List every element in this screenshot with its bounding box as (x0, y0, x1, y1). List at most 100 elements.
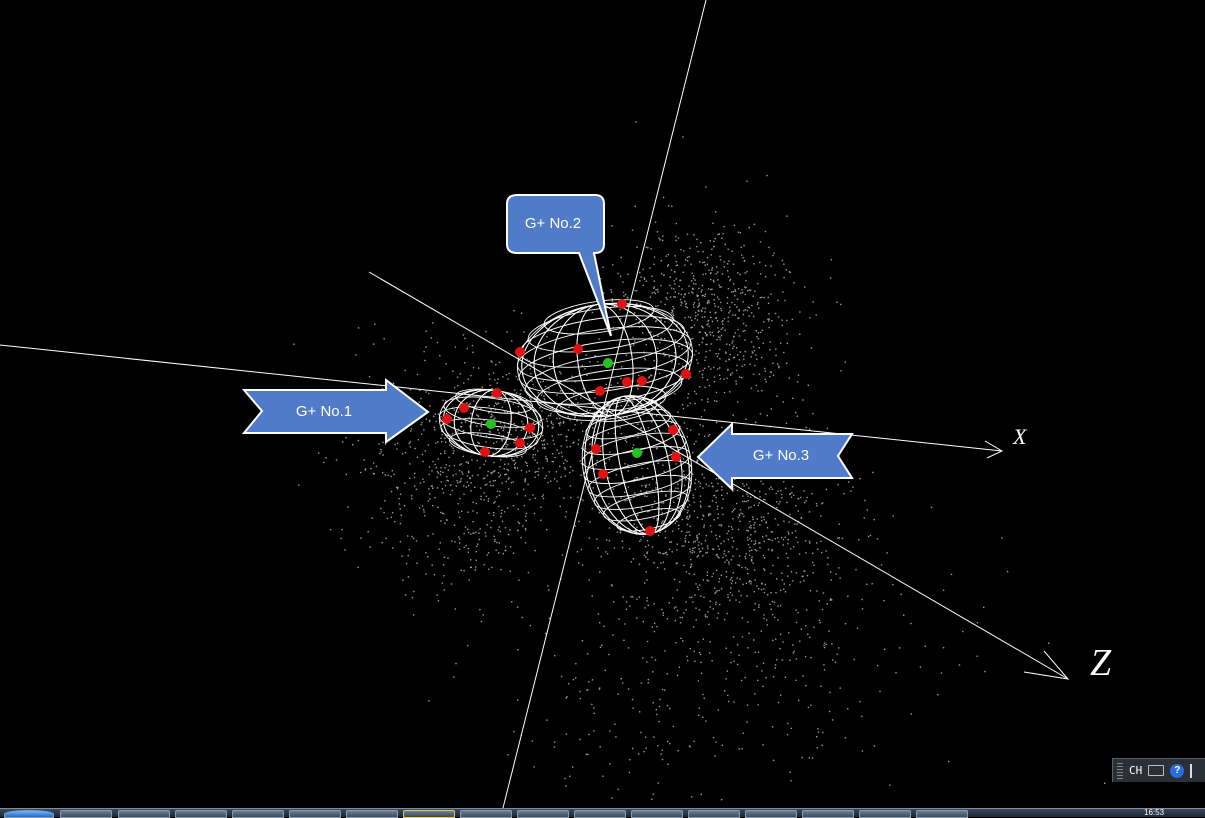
particle (748, 632, 750, 634)
particle (700, 506, 702, 508)
particle (627, 404, 630, 407)
particle (661, 512, 663, 514)
particle (502, 429, 504, 432)
particle (716, 553, 718, 556)
ellipsoid-g-no2-parallel (527, 306, 674, 353)
particle (525, 520, 527, 522)
particle (481, 386, 484, 388)
particle (544, 398, 546, 401)
particle (584, 448, 587, 450)
particle (733, 356, 736, 358)
particle (650, 374, 652, 376)
particle (781, 497, 783, 499)
particle (438, 548, 440, 550)
particle (529, 435, 531, 437)
particle (488, 405, 490, 407)
particle (695, 315, 697, 317)
particle (639, 540, 641, 542)
particle (691, 272, 693, 274)
grip-handle[interactable] (1117, 762, 1123, 779)
particle (373, 462, 375, 464)
particle (484, 393, 486, 395)
particle (883, 599, 885, 602)
particle (744, 339, 746, 341)
particle (687, 393, 690, 395)
particle (748, 526, 751, 528)
particle (691, 796, 693, 798)
particle (699, 504, 702, 507)
particle (713, 587, 716, 589)
particle (581, 640, 584, 642)
particle (453, 409, 455, 411)
particle (694, 279, 696, 281)
particle (496, 403, 498, 406)
particle (766, 527, 769, 529)
particle (651, 339, 653, 341)
particle (534, 397, 536, 399)
particle (706, 334, 708, 336)
particle (574, 424, 576, 426)
particle (647, 510, 649, 513)
particle (569, 419, 571, 421)
particle (671, 361, 673, 363)
particle (423, 429, 425, 431)
particle (439, 354, 441, 357)
particle (696, 556, 698, 558)
particle (411, 535, 413, 538)
particle (683, 504, 685, 507)
help-icon[interactable]: ? (1170, 763, 1185, 778)
particle (675, 261, 678, 263)
particle (517, 521, 520, 523)
particle (746, 721, 748, 723)
particle (591, 703, 593, 706)
particle (721, 744, 723, 746)
particle (441, 434, 443, 436)
particle (661, 758, 664, 761)
particle (696, 534, 698, 537)
particle (694, 482, 696, 484)
particle (667, 763, 669, 765)
particle (408, 548, 411, 551)
particle (628, 401, 630, 403)
particle (499, 474, 502, 476)
particle (489, 431, 492, 433)
particle (563, 466, 566, 469)
particle (488, 512, 490, 514)
input-language-code[interactable]: CH (1129, 764, 1143, 777)
language-bar-options-icon[interactable] (1190, 763, 1196, 778)
particle (622, 682, 624, 684)
particle (662, 464, 664, 466)
particle (578, 373, 580, 375)
particle (683, 296, 685, 298)
particle (546, 420, 548, 422)
particle (639, 711, 641, 713)
particle (721, 494, 723, 496)
keyboard-icon[interactable] (1148, 765, 1165, 776)
particle (711, 269, 713, 271)
particle (673, 280, 675, 282)
particle (390, 490, 393, 493)
particle (791, 492, 793, 494)
taskbar-clock[interactable]: 16:53 (1144, 808, 1165, 817)
particle (684, 317, 686, 319)
particle (340, 537, 342, 540)
particle (642, 621, 644, 623)
particle (404, 482, 406, 484)
particle (446, 476, 448, 478)
particle (743, 358, 745, 361)
particle (749, 579, 751, 582)
particle (696, 245, 698, 248)
particle (664, 650, 666, 652)
particle (459, 516, 461, 519)
particle (680, 301, 682, 303)
particle (827, 557, 829, 559)
particle (730, 587, 732, 589)
particle (618, 618, 620, 620)
language-bar[interactable]: CH ? (1112, 758, 1205, 782)
particle (456, 480, 458, 482)
particle (880, 564, 883, 566)
particle (773, 601, 776, 603)
particle (644, 370, 647, 372)
particle (416, 373, 419, 376)
